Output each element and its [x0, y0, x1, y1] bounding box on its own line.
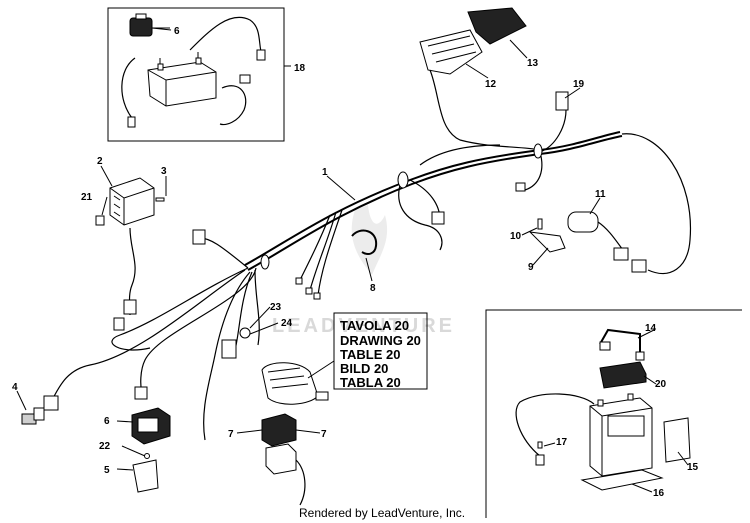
callout-19: 19	[573, 79, 585, 90]
callout-20: 20	[655, 379, 667, 390]
callout-12: 12	[485, 79, 497, 90]
callout-21: 21	[81, 192, 93, 203]
callout-13: 13	[527, 58, 539, 69]
callout-23: 23	[270, 302, 282, 313]
cdi-unit	[419, 7, 527, 75]
title-line-5: TABLA 20	[340, 375, 401, 390]
callout-2: 2	[97, 156, 103, 167]
callout-1: 1	[322, 167, 328, 178]
callout-9: 9	[528, 262, 534, 273]
callout-7-left: 7	[228, 429, 234, 440]
battery-inset-box	[485, 309, 742, 518]
callout-6-top: 6	[174, 26, 180, 37]
callout-4: 4	[12, 382, 18, 393]
callout-7-right: 7	[321, 429, 327, 440]
battery-kit-box	[107, 7, 291, 142]
callout-16: 16	[653, 488, 665, 499]
wire-clip	[351, 229, 378, 255]
footer-credit: Rendered by LeadVenture, Inc.	[299, 506, 465, 520]
watermark: LEADVENTURE	[272, 205, 455, 337]
drawing-title-block: TAVOLA 20 DRAWING 20 TABLE 20 BILD 20 TA…	[333, 312, 428, 390]
title-line-1: TAVOLA 20	[340, 318, 409, 333]
voltage-regulator	[95, 177, 165, 226]
callout-11: 11	[595, 189, 606, 200]
callout-15: 15	[687, 462, 699, 473]
callout-22: 22	[99, 441, 111, 452]
temperature-sensor	[21, 407, 45, 425]
title-line-2: DRAWING 20	[340, 333, 421, 348]
watermark-text: LEADVENTURE	[272, 315, 455, 337]
starter-motor	[239, 327, 329, 405]
callout-24: 24	[281, 318, 293, 329]
callout-5: 5	[104, 465, 110, 476]
callout-10: 10	[510, 231, 522, 242]
title-line-4: BILD 20	[340, 361, 388, 376]
callout-14: 14	[645, 323, 657, 334]
title-line-3: TABLE 20	[340, 347, 400, 362]
callouts: 1 2 3 4 5 6 6 7 7 8 9 10 11 12 13 14 15 …	[12, 26, 699, 499]
callout-6-bottom: 6	[104, 416, 110, 427]
leader-lines	[16, 27, 601, 471]
callout-18: 18	[294, 63, 306, 74]
callout-17: 17	[556, 437, 568, 448]
main-harness	[43, 69, 692, 441]
ignition-coil	[528, 211, 647, 273]
starter-relay	[131, 407, 171, 493]
callout-8: 8	[370, 283, 376, 294]
callout-3: 3	[161, 166, 167, 177]
relay-pair	[261, 413, 306, 506]
